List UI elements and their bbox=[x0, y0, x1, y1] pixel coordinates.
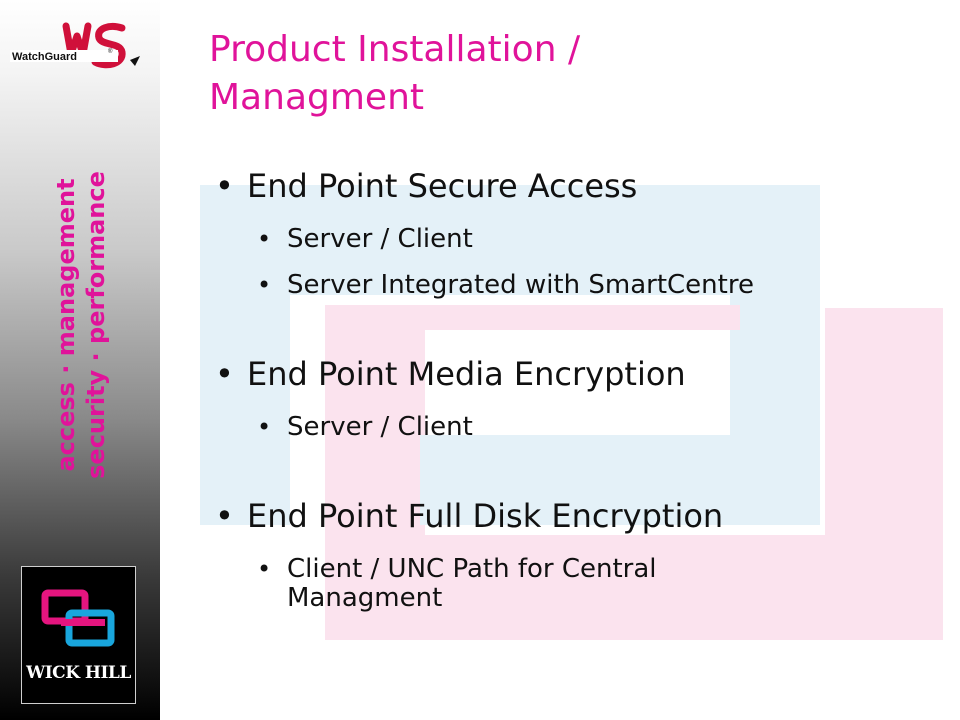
sub-bullet: Server Integrated with SmartCentre bbox=[215, 271, 915, 301]
bullet-full-disk-encryption: End Point Full Disk Encryption bbox=[215, 494, 915, 538]
svg-text:®: ® bbox=[108, 48, 113, 55]
watchguard-logo: WatchGuard ® bbox=[10, 20, 145, 75]
sub-bullet: Server / Client bbox=[215, 225, 915, 255]
wick-hill-logo: WICK HILL bbox=[21, 566, 136, 704]
watchguard-wordmark: WatchGuard bbox=[12, 51, 77, 63]
tagline-line2: security · performance bbox=[82, 171, 110, 479]
sidebar: WatchGuard ® access · management securit… bbox=[0, 0, 160, 720]
bullet-media-encryption: End Point Media Encryption bbox=[215, 352, 915, 396]
bullet-secure-access: End Point Secure Access bbox=[215, 164, 915, 208]
tagline-line1: access · management bbox=[52, 178, 80, 471]
watchguard-logo-mark: WatchGuard ® bbox=[10, 22, 140, 69]
sub-bullet: Client / UNC Path for Central Managment bbox=[215, 555, 915, 613]
sub-bullet: Server / Client bbox=[215, 413, 915, 443]
wick-hill-mark-icon bbox=[41, 589, 115, 647]
tagline: access · management security · performan… bbox=[52, 150, 112, 500]
wick-hill-name: WICK HILL bbox=[26, 663, 131, 683]
slide-title: Product Installation / Managment bbox=[209, 29, 581, 118]
slide-content: End Point Secure Access Server / Client … bbox=[215, 164, 915, 613]
